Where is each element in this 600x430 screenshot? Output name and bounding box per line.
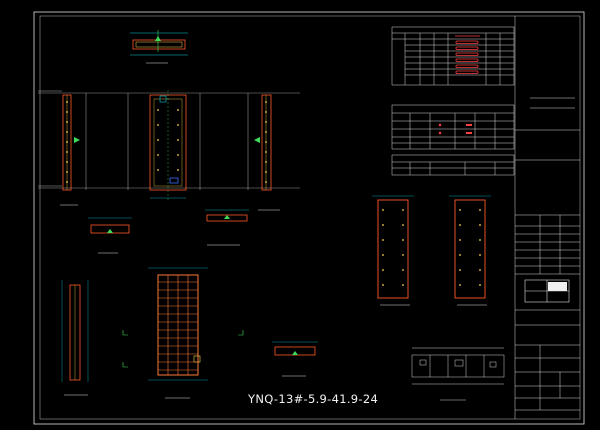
- company-logo-mark: [524, 279, 570, 303]
- right-column-stirrups: [265, 101, 267, 183]
- section-detail-lower: [272, 341, 318, 377]
- drawing-code-label: YNQ-13#-5.9-41.9-24: [248, 392, 379, 406]
- section-detail-mid-left: [88, 217, 132, 254]
- wall-section-left-bars: [382, 209, 404, 286]
- central-wall-bars: [157, 109, 179, 171]
- rebar-schedule-table-2: [391, 104, 515, 150]
- wall-section-left: [372, 195, 414, 306]
- top-section-detail: [130, 30, 188, 64]
- left-column-stirrups: [66, 101, 68, 183]
- reinforcement-plan-bars: [158, 275, 198, 375]
- title-block: [514, 16, 580, 419]
- section-detail-mid-right: [205, 209, 249, 246]
- wall-section-right: [449, 195, 491, 306]
- table-1-rebar-shapes: [455, 35, 480, 74]
- inner-frame: [39, 15, 581, 420]
- outer-frame: [33, 11, 585, 425]
- level-lines: [38, 90, 300, 189]
- right-column-elevation: [247, 93, 280, 211]
- central-wall-elevation: [127, 90, 201, 200]
- rebar-schedule-table-1: [391, 26, 515, 86]
- column-section-tall: [61, 280, 89, 396]
- rebar-schedule-table-3: [391, 154, 515, 176]
- corner-markers: [122, 330, 244, 368]
- table-2-symbols: [438, 123, 472, 135]
- key-plan: [411, 347, 505, 401]
- left-column-elevation: [60, 93, 87, 206]
- wall-section-right-bars: [459, 209, 481, 286]
